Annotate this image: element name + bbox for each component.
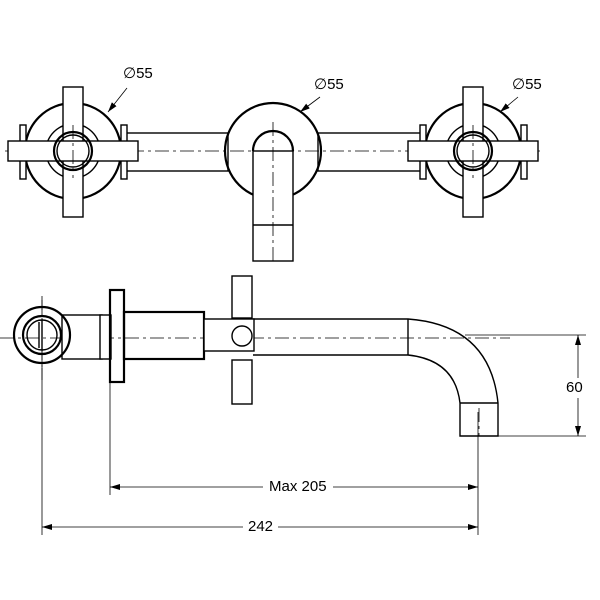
leader-center [299, 96, 321, 113]
spout-drop-dimension: 60 [566, 378, 583, 398]
top-view [5, 86, 540, 265]
valve-body [122, 310, 206, 361]
wall-flange [108, 288, 126, 384]
left-cross-handle [7, 86, 139, 218]
handle-arm-bottom [231, 359, 253, 405]
diameter-label-left: ∅55 [121, 65, 155, 82]
spout-side [253, 318, 499, 437]
leader-right [499, 96, 519, 113]
diameter-label-right: ∅55 [510, 76, 544, 93]
left-pipe [124, 132, 229, 172]
diameter-label-center: ∅55 [312, 76, 346, 93]
right-cross-handle [407, 86, 539, 218]
max-projection-dimension: Max 205 [263, 479, 333, 495]
spout-top [223, 101, 323, 265]
overall-length-dimension: 242 [243, 519, 279, 535]
side-view [0, 275, 586, 535]
right-pipe [317, 132, 422, 172]
handle-arm-top [231, 275, 253, 319]
handle-end-view [12, 300, 72, 372]
leader-left [107, 87, 128, 113]
